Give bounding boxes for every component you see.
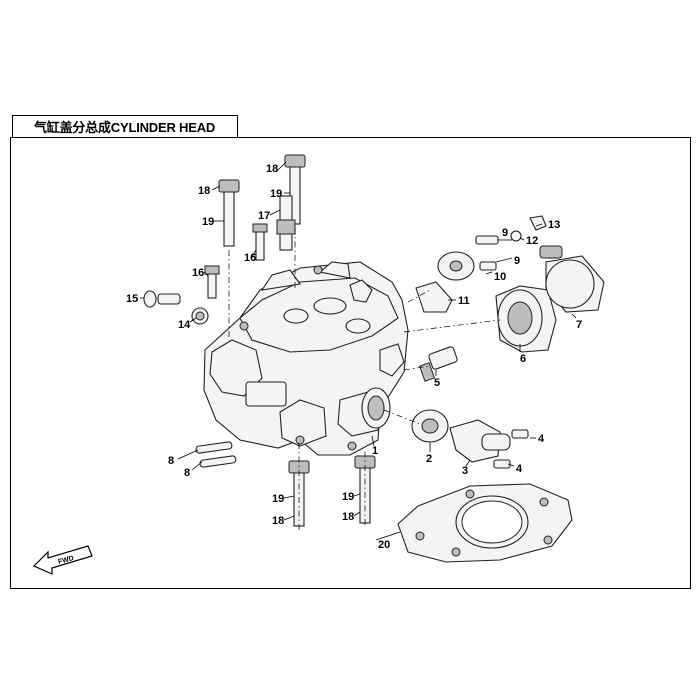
fwd-arrow-icon: FWD: [32, 545, 93, 575]
callout-15: 15: [126, 293, 138, 305]
callout-4: 4: [538, 433, 545, 445]
callout-8: 8: [184, 467, 190, 479]
callout-9: 9: [502, 227, 508, 239]
callouts: 18 19 18 19 17 16 16 15 14 8 8 19 18 19 …: [126, 163, 582, 551]
callout-14: 14: [178, 319, 191, 331]
callout-19: 19: [270, 188, 282, 200]
callout-1: 1: [372, 445, 378, 457]
fwd-label: FWD: [57, 555, 74, 566]
callout-18: 18: [266, 163, 278, 175]
callout-8: 8: [168, 455, 174, 467]
cooling-parts: [411, 235, 529, 469]
callout-9: 9: [514, 255, 520, 267]
callout-19: 19: [202, 216, 214, 228]
diagram-frame: [10, 137, 691, 589]
callout-2: 2: [426, 453, 432, 465]
callout-13: 13: [548, 219, 560, 231]
callout-10: 10: [494, 271, 506, 283]
callout-4: 4: [516, 463, 523, 475]
title-box: [12, 115, 238, 137]
intake-parts: [495, 215, 605, 353]
callout-20: 20: [378, 539, 390, 551]
callout-7: 7: [576, 319, 582, 331]
small-parts: [143, 195, 296, 468]
callout-3: 3: [462, 465, 468, 477]
callout-16: 16: [192, 267, 204, 279]
callout-11: 11: [458, 295, 470, 307]
callout-16: 16: [244, 252, 256, 264]
leader-lines: [140, 161, 577, 541]
callout-12: 12: [526, 235, 538, 247]
callout-18: 18: [198, 185, 210, 197]
callout-17: 17: [258, 210, 270, 222]
cylinder-head-drawing: [203, 261, 409, 456]
callout-6: 6: [520, 353, 526, 365]
callout-5: 5: [434, 377, 440, 389]
callout-19: 19: [342, 491, 354, 503]
callout-18: 18: [272, 515, 284, 527]
callout-19: 19: [272, 493, 284, 505]
callout-18: 18: [342, 511, 354, 523]
head-gasket: [397, 483, 573, 563]
alignment-lines: [228, 228, 501, 530]
page-title: 气缸盖分总成CYLINDER HEAD: [34, 120, 216, 135]
